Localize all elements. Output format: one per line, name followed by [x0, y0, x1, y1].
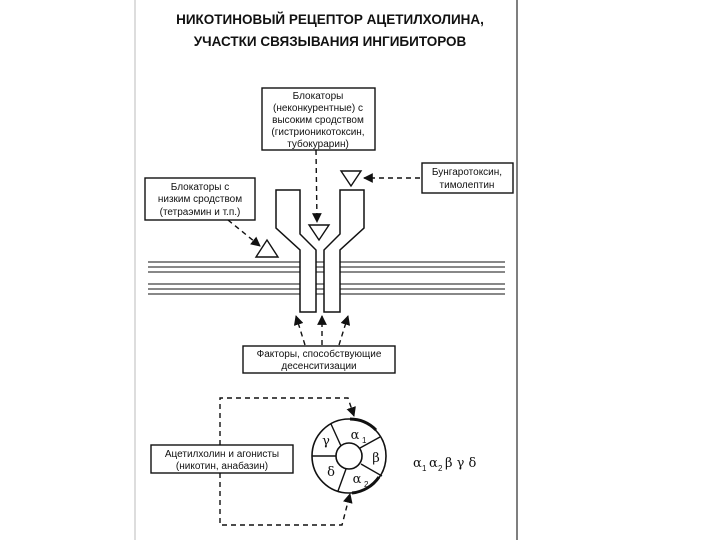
svg-text:1: 1 [422, 464, 427, 473]
agonists-box: Ацетилхолин и агонисты (никотин, анабази… [150, 444, 294, 474]
agonist-box-line-2: (никотин, анабазин) [176, 460, 268, 472]
svg-text:2: 2 [438, 464, 443, 473]
bottom-box-line-2: десенситизации [281, 361, 356, 372]
svg-text:2: 2 [364, 480, 369, 489]
right-box-line-1: Бунгаротоксин, [432, 167, 502, 178]
svg-text:α: α [413, 456, 422, 471]
subunit-ring: γ α 1 β α 2 δ [311, 417, 387, 495]
arrow-desens-right [338, 315, 351, 346]
subunit-alpha1: α 1 [351, 428, 367, 445]
subunit-beta: β [372, 451, 380, 466]
svg-text:α: α [351, 428, 360, 443]
arrow-agonist-to-alpha2 [219, 473, 353, 526]
top-box-line-2: (неконкурентные) с [273, 103, 363, 114]
left-box-line-2: низким сродством [158, 194, 242, 205]
top-box-line-5: тубокурарин) [287, 138, 349, 150]
left-box-line-1: Блокаторы с [171, 182, 229, 193]
svg-text:β γ δ: β γ δ [445, 456, 477, 471]
low-affinity-blockers-box: Блокаторы с низким сродством (тетраэмин … [144, 177, 256, 221]
top-box-line-3: высоким сродством [272, 115, 364, 126]
arrow-agonist-to-alpha1 [219, 397, 356, 445]
subunit-delta: δ [327, 465, 335, 480]
svg-text:α: α [429, 456, 438, 471]
receptor-channel [275, 189, 365, 313]
arrow-desens-left [293, 315, 306, 346]
arrow-left-to-site [227, 219, 261, 247]
left-box-line-3: (тетраэмин и т.п.) [160, 207, 241, 218]
low-affinity-site-icon [254, 238, 280, 258]
toxin-binding-site-icon [339, 170, 363, 188]
bottom-box-line-1: Факторы, способствующие [257, 348, 382, 360]
bungarotoxin-box: Бунгаротоксин, тимолептин [421, 162, 514, 194]
arrow-top-to-channel [311, 149, 322, 223]
title-line-1: НИКОТИНОВЫЙ РЕЦЕПТОР АЦЕТИЛХОЛИНА, [176, 12, 484, 27]
subunit-alpha2: α 2 [353, 472, 369, 489]
svg-text:α: α [353, 472, 362, 487]
subunit-gamma: γ [322, 434, 330, 449]
svg-text:1: 1 [362, 436, 367, 445]
high-affinity-blockers-box: Блокаторы (неконкурентные) с высоким сро… [261, 87, 376, 151]
right-box-line-2: тимолептин [440, 180, 495, 191]
top-box-line-4: (гистрионикотоксин, [271, 127, 364, 138]
desensitization-factors-box: Факторы, способствующие десенситизации [242, 345, 396, 374]
top-box-line-1: Блокаторы [293, 91, 344, 102]
title-line-2: УЧАСТКИ СВЯЗЫВАНИЯ ИНГИБИТОРОВ [194, 34, 467, 49]
subunit-formula: α 1 α 2 β γ δ [413, 456, 477, 473]
agonist-box-line-1: Ацетилхолин и агонисты [165, 449, 279, 460]
channel-binding-site-icon [307, 224, 331, 242]
